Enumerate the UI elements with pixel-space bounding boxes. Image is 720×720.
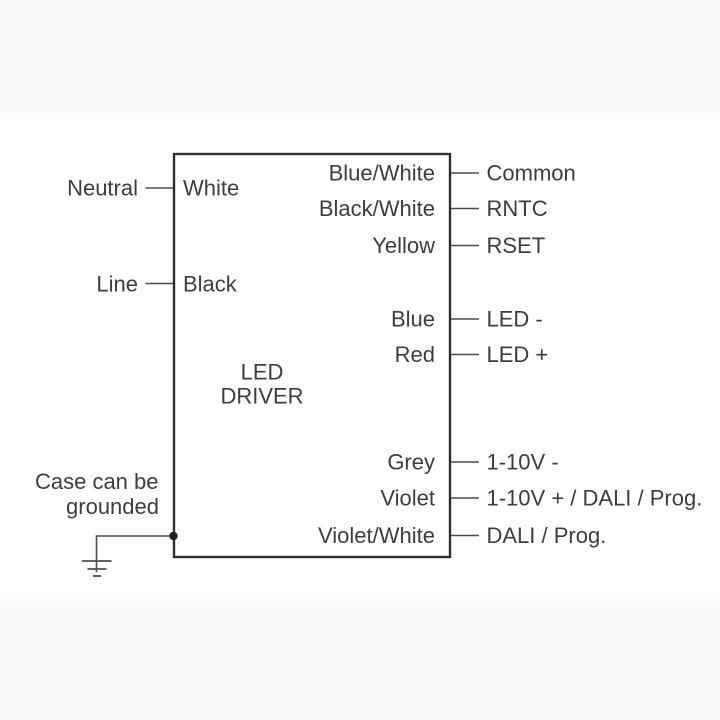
svg-text:LED +: LED + (487, 342, 549, 367)
svg-text:Line: Line (96, 272, 138, 297)
svg-text:DRIVER: DRIVER (220, 384, 303, 409)
svg-text:Neutral: Neutral (67, 176, 138, 201)
svg-text:Yellow: Yellow (372, 233, 435, 258)
svg-text:Red: Red (395, 342, 435, 367)
svg-text:1-10V -: 1-10V - (487, 450, 559, 475)
svg-text:Case can be: Case can be (35, 469, 159, 494)
svg-text:DALI / Prog.: DALI / Prog. (487, 523, 607, 548)
svg-text:Common: Common (487, 161, 576, 186)
svg-text:Black/White: Black/White (319, 196, 435, 221)
svg-text:Violet/White: Violet/White (318, 523, 435, 548)
svg-text:Blue: Blue (391, 307, 435, 332)
svg-text:LED -: LED - (487, 307, 543, 332)
svg-text:grounded: grounded (66, 494, 159, 519)
svg-text:Blue/White: Blue/White (329, 161, 435, 186)
svg-text:Violet: Violet (380, 486, 435, 511)
svg-text:LED: LED (241, 360, 284, 385)
svg-text:1-10V + / DALI / Prog.: 1-10V + / DALI / Prog. (487, 486, 703, 511)
svg-text:RNTC: RNTC (487, 196, 548, 221)
svg-text:RSET: RSET (487, 233, 546, 258)
svg-text:White: White (183, 176, 239, 201)
svg-text:Grey: Grey (387, 450, 435, 475)
svg-text:Black: Black (183, 272, 238, 297)
